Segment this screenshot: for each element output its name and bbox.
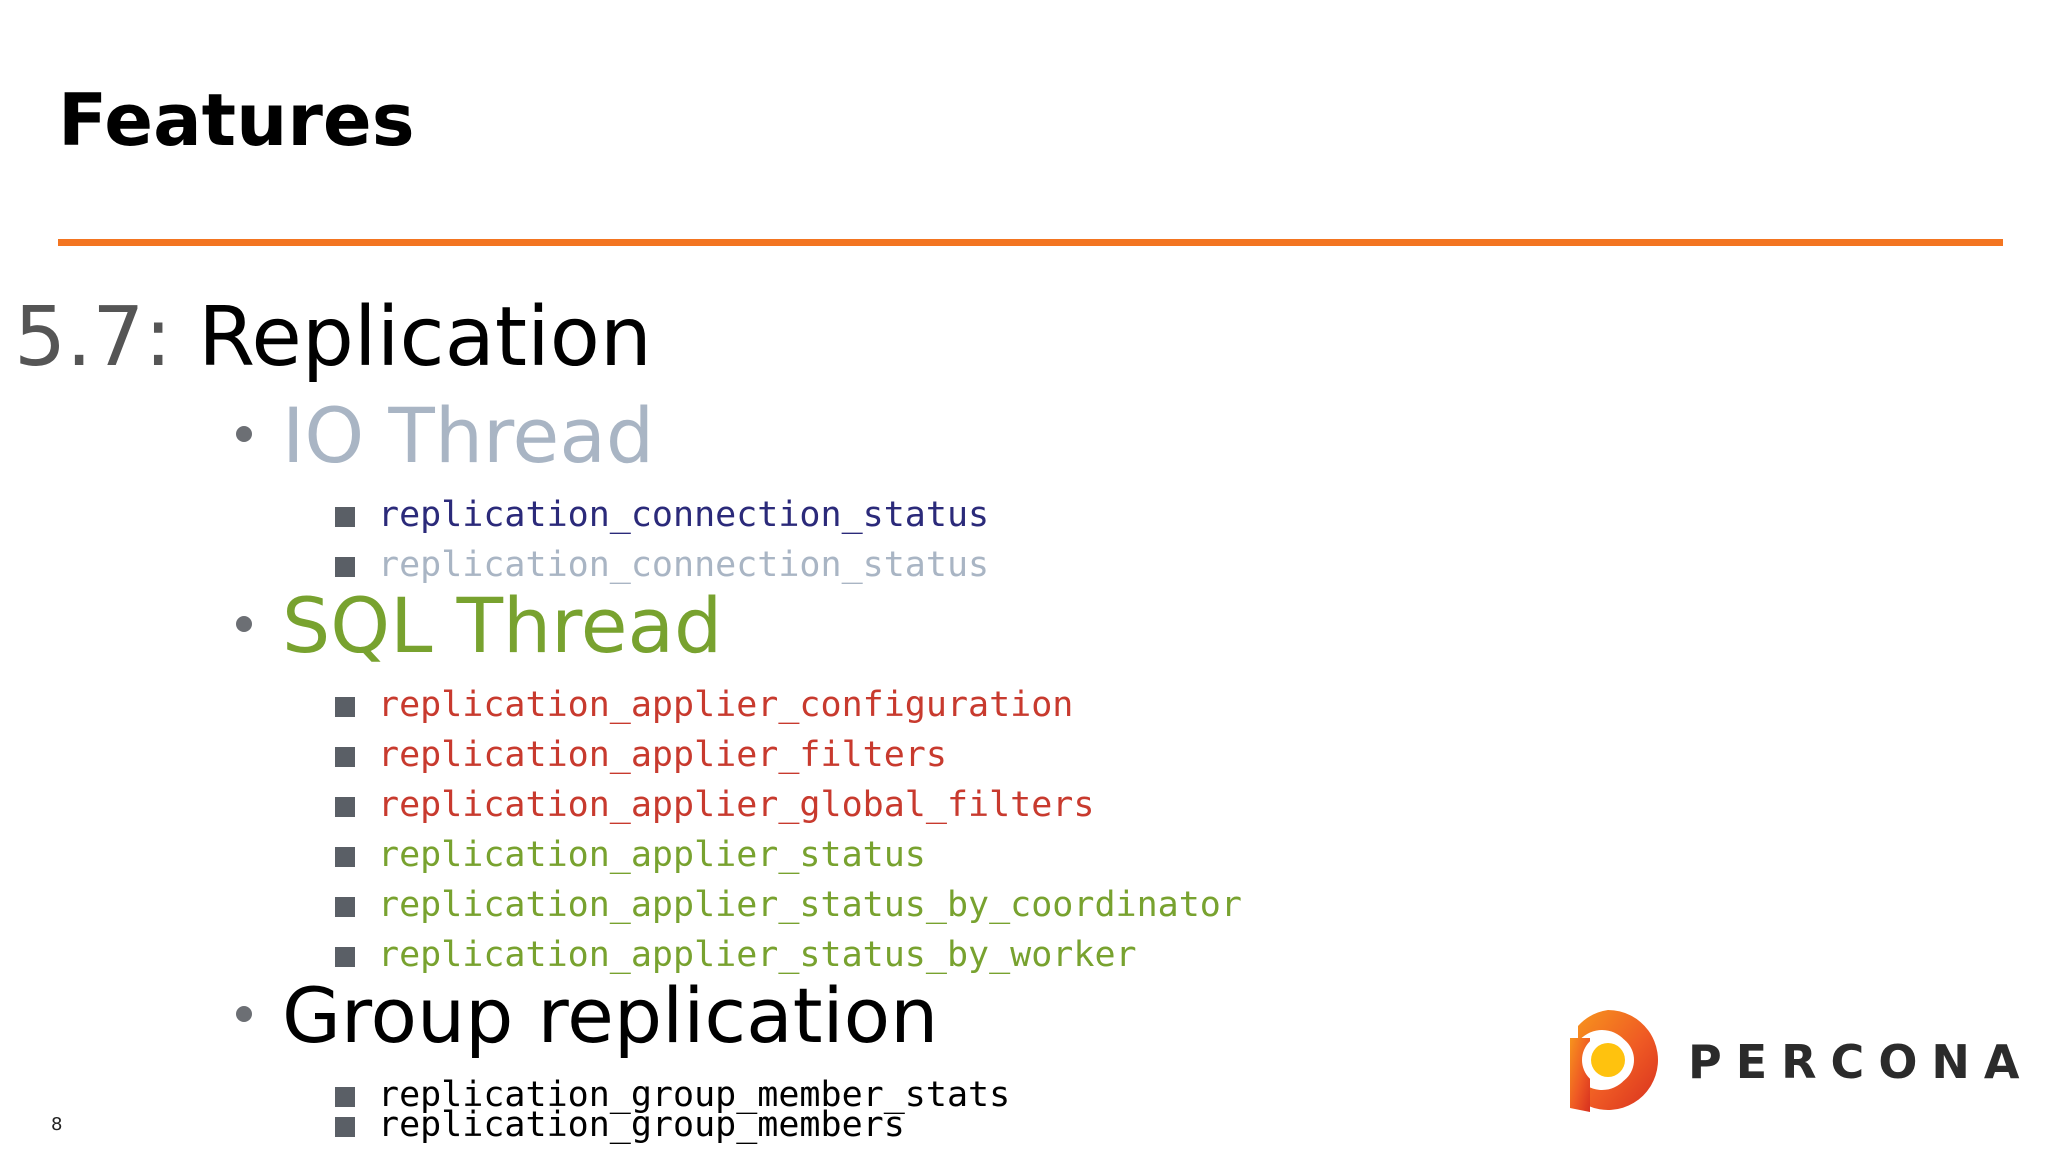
square-bullet-icon	[335, 507, 355, 527]
square-bullet-icon	[335, 797, 355, 817]
percona-logo-icon	[1570, 1010, 1658, 1112]
item-label: Group replication	[282, 971, 939, 1060]
sub-item-label: replication_connection_status	[378, 545, 990, 585]
sub-item-label: replication_applier_global_filters	[378, 785, 1095, 825]
bullet-icon	[236, 1006, 252, 1022]
square-bullet-icon	[335, 747, 355, 767]
item-label: IO Thread	[282, 391, 655, 480]
square-bullet-icon	[335, 557, 355, 577]
square-bullet-icon	[335, 947, 355, 967]
bullet-icon	[236, 426, 252, 442]
sub-item-label: replication_applier_status_by_worker	[378, 935, 1137, 975]
square-bullet-icon	[335, 697, 355, 717]
section-heading: 5.7: Replication	[14, 288, 652, 388]
section-title: Replication	[198, 290, 652, 385]
sub-item-label: replication_connection_status	[378, 495, 990, 535]
page-number: 8	[51, 1114, 63, 1135]
bullet-icon	[236, 616, 252, 632]
sub-item-label: replication_applier_status	[378, 835, 926, 875]
sub-item-label: replication_applier_filters	[378, 735, 947, 775]
sub-item-label: replication_applier_status_by_coordinato…	[378, 885, 1242, 925]
item-label: SQL Thread	[282, 581, 723, 670]
sub-item-label: replication_applier_configuration	[378, 685, 1074, 725]
slide-title: Features	[58, 78, 415, 162]
percona-wordmark: PERCONA	[1688, 1035, 2034, 1089]
square-bullet-icon	[335, 847, 355, 867]
square-bullet-icon	[335, 1087, 355, 1107]
square-bullet-icon	[335, 1117, 355, 1137]
square-bullet-icon	[335, 897, 355, 917]
sub-item-label: replication_group_members	[378, 1105, 905, 1145]
title-divider	[58, 239, 2003, 246]
section-version: 5.7:	[14, 290, 173, 385]
sub-item-label: replication_group_member_stats	[378, 1075, 1011, 1115]
